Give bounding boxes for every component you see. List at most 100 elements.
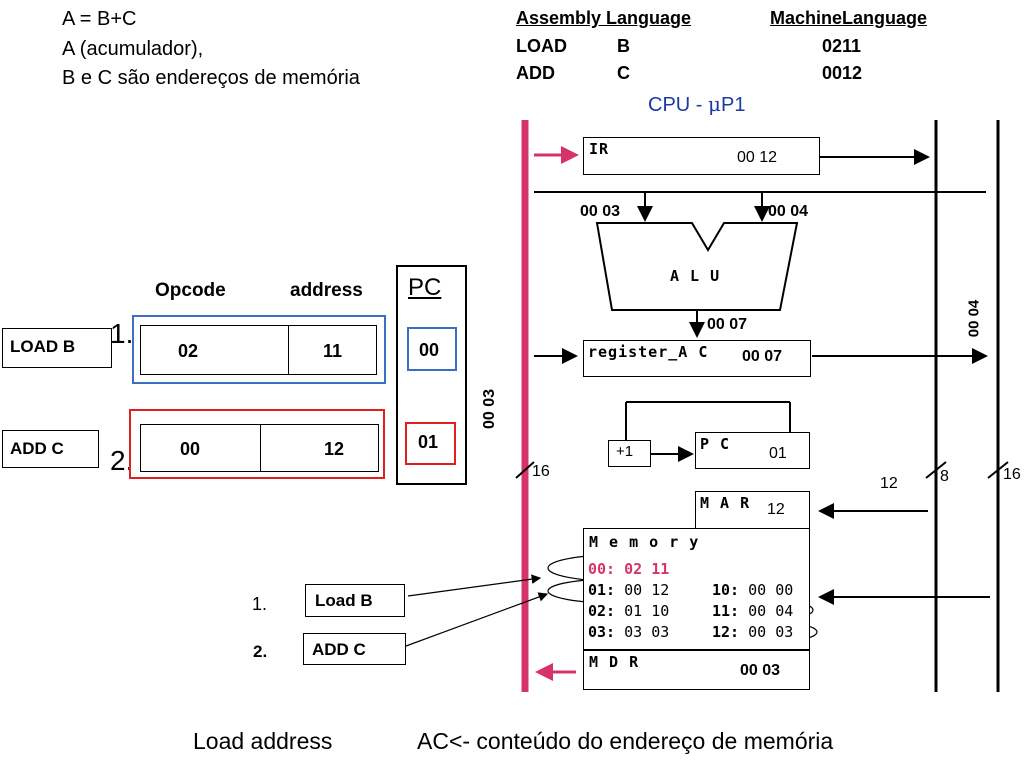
- pc-value-box-2: [405, 422, 456, 465]
- step-1-label: Load B: [315, 591, 373, 610]
- memory-row-03: 03: 03 03: [588, 623, 669, 641]
- bus-slash-right: [987, 461, 1009, 479]
- step-2-label: ADD C: [312, 640, 366, 659]
- alu-left-input-value: 00 03: [580, 203, 621, 220]
- pc-value-box-1: [407, 327, 457, 371]
- mar-label: M A R: [700, 494, 751, 512]
- bus-width-mid: 8: [940, 468, 949, 485]
- footer-left: Load address: [193, 728, 333, 754]
- memory-row-01-addr: 01:: [588, 581, 616, 599]
- ac-register: [583, 340, 811, 377]
- memory-row-02-value: 01 10: [624, 602, 670, 620]
- memory-row-00: 00: 02 11: [588, 560, 669, 578]
- step-2-box: [303, 633, 406, 665]
- instr-opcode-2: 00: [180, 439, 201, 459]
- right-bus-value: 00 04: [965, 299, 983, 338]
- instr-label-2: ADD C: [10, 439, 64, 458]
- instr-opcode-1: 02: [178, 341, 199, 361]
- instr-num-1: 1.: [110, 318, 134, 349]
- instr-cells-2: [140, 424, 379, 472]
- mdr-label: M D R: [589, 653, 640, 671]
- instr-address-2: 12: [324, 439, 345, 459]
- memory-row-12-addr: 12:: [712, 623, 740, 641]
- asm-row-2-code: 0012: [822, 63, 863, 83]
- ac-value: 00 07: [742, 348, 783, 365]
- incrementer-label: +1: [616, 443, 634, 460]
- asm-header: Assembly Language: [516, 8, 692, 28]
- instr-label-1: LOAD B: [10, 337, 76, 356]
- ir-register: [583, 137, 820, 175]
- asm-row-2-op: ADD: [516, 63, 555, 83]
- memory-row-00-addr: 00:: [588, 560, 616, 578]
- memory-row-10-value: 00 00: [748, 581, 794, 599]
- asm-row-2-arg: C: [617, 63, 630, 83]
- pc-panel-title: PC: [408, 274, 442, 301]
- instr-num-2: 2.: [110, 445, 134, 476]
- memory-row-02: 02: 01 10: [588, 602, 669, 620]
- opcode-header: Opcode: [155, 280, 226, 301]
- instr-frame-1: [132, 315, 386, 384]
- memory-row-10: 10: 00 00: [712, 581, 793, 599]
- memory-row-10-addr: 10:: [712, 581, 740, 599]
- main-bus-value: 00 03: [481, 388, 499, 430]
- memory-row-11-value: 00 04: [748, 602, 794, 620]
- step-2-number: 2.: [253, 642, 268, 661]
- bus-slash-left: [515, 461, 535, 479]
- memory-row-12-value: 00 03: [748, 623, 794, 641]
- pc-register: [695, 432, 810, 469]
- memory-row-03-addr: 03:: [588, 623, 616, 641]
- mdr-value: 00 03: [740, 662, 781, 679]
- alu-shape: [595, 222, 799, 311]
- memory-block: [583, 528, 810, 650]
- mar-bus-value: 12: [880, 475, 898, 492]
- memory-row-12: 12: 00 03: [712, 623, 793, 641]
- equation-line-1: A = B+C: [62, 8, 137, 30]
- instr-cells-1: [140, 325, 377, 375]
- pc-value-1: 00: [419, 340, 440, 360]
- memory-row-00-value: 02 11: [624, 560, 670, 578]
- mar-value: 12: [767, 501, 785, 518]
- step-1-number: 1.: [252, 594, 268, 614]
- cpu-title-mu: μ: [708, 92, 721, 116]
- cpu-title-suffix: P1: [721, 94, 746, 116]
- memory-row-11: 11: 00 04: [712, 602, 793, 620]
- pc-register-label: P C: [700, 435, 731, 453]
- instr-address-1: 11: [323, 341, 343, 361]
- bus-width-left: 16: [532, 463, 550, 480]
- memory-row-01-value: 00 12: [624, 581, 670, 599]
- asm-row-1-code: 0211: [822, 36, 862, 56]
- machine-header: MachineLanguage: [770, 8, 928, 28]
- alu-output-value: 00 07: [707, 316, 748, 333]
- instr-divider-2: [260, 424, 261, 472]
- mdr-register: [583, 650, 810, 690]
- instr-label-box-1: [2, 328, 112, 368]
- instr-frame-2: [129, 409, 385, 479]
- asm-row-1-op: LOAD: [516, 36, 567, 56]
- memory-row-01: 01: 00 12: [588, 581, 669, 599]
- memory-row-03-value: 03 03: [624, 623, 670, 641]
- pc-panel: [396, 265, 467, 485]
- address-header: address: [290, 280, 363, 301]
- instr-label-box-2: [2, 430, 99, 468]
- pc-value-2: 01: [418, 432, 439, 452]
- asm-row-1-arg: B: [617, 36, 630, 56]
- memory-title: M e m o r y: [589, 533, 700, 551]
- instr-divider-1: [288, 325, 289, 375]
- bus-slash-mid: [925, 461, 947, 479]
- memory-row-11-addr: 11:: [712, 602, 740, 620]
- cpu-title-prefix: CPU -: [648, 94, 708, 116]
- step-2-pointer: [405, 592, 549, 647]
- equation-line-3: B e C são endereços de memória: [62, 67, 360, 89]
- bus-width-right: 16: [1003, 466, 1021, 483]
- ir-value: 00 12: [737, 149, 778, 166]
- ac-label: register_A C: [588, 343, 709, 361]
- footer-right: AC<- conteúdo do endereço de memória: [417, 728, 834, 754]
- equation-line-2: A (acumulador),: [62, 38, 204, 60]
- incrementer: [608, 440, 651, 467]
- cpu-title: CPU - μP1: [648, 92, 745, 117]
- alu-label: A L U: [670, 267, 721, 285]
- step-1-pointer: [407, 574, 542, 597]
- alu-right-input-value: 00 04: [768, 203, 809, 220]
- memory-row-02-addr: 02:: [588, 602, 616, 620]
